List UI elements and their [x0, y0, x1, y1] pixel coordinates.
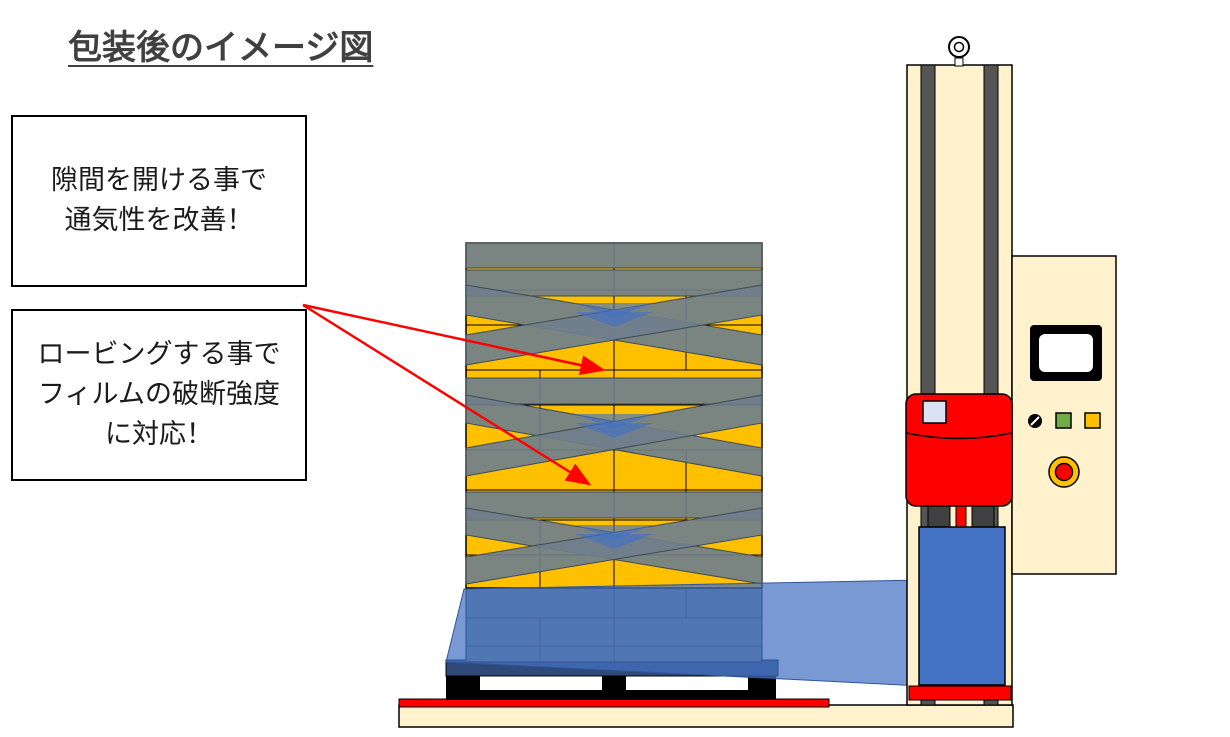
- carriage-base-red: [908, 685, 1012, 701]
- film-roll: [918, 526, 1006, 686]
- callout-line: ロービングする事で: [37, 339, 281, 370]
- band-horizontal-1: [465, 269, 763, 297]
- arrow-1: [302, 303, 606, 376]
- band-horizontal-2: [465, 377, 763, 405]
- band-horizontal-3: [465, 491, 763, 519]
- floor-plate: [398, 704, 1014, 728]
- callout-line: フィルムの破断強度: [38, 379, 280, 410]
- turntable-red-strip: [398, 698, 830, 708]
- amber-button-icon: [1084, 412, 1101, 429]
- carriage-head: [905, 393, 1013, 507]
- callout-roping: ロービングする事で フィルムの破断強度 に対応！: [11, 309, 307, 481]
- page-title: 包装後のイメージ図: [68, 28, 374, 68]
- band-overlap-highlights: [575, 303, 653, 549]
- carriage-red-link: [955, 502, 967, 530]
- carriage-window-icon: [922, 400, 947, 424]
- carriage-connectors: [927, 502, 995, 530]
- callout-line: 隙間を開ける事で: [51, 165, 267, 196]
- lifting-eye-icon: [948, 36, 970, 67]
- green-button-icon: [1055, 412, 1072, 429]
- emergency-stop-icon: [1048, 456, 1080, 488]
- callout-ventilation: 隙間を開ける事で 通気性を改善！: [11, 115, 307, 287]
- arrow-2: [302, 303, 592, 486]
- callout-line: 通気性を改善！: [64, 205, 254, 236]
- control-panel: [1011, 255, 1117, 575]
- callout-line: に対応！: [105, 419, 213, 450]
- band-top: [465, 242, 763, 269]
- selector-switch-icon: [1028, 414, 1042, 428]
